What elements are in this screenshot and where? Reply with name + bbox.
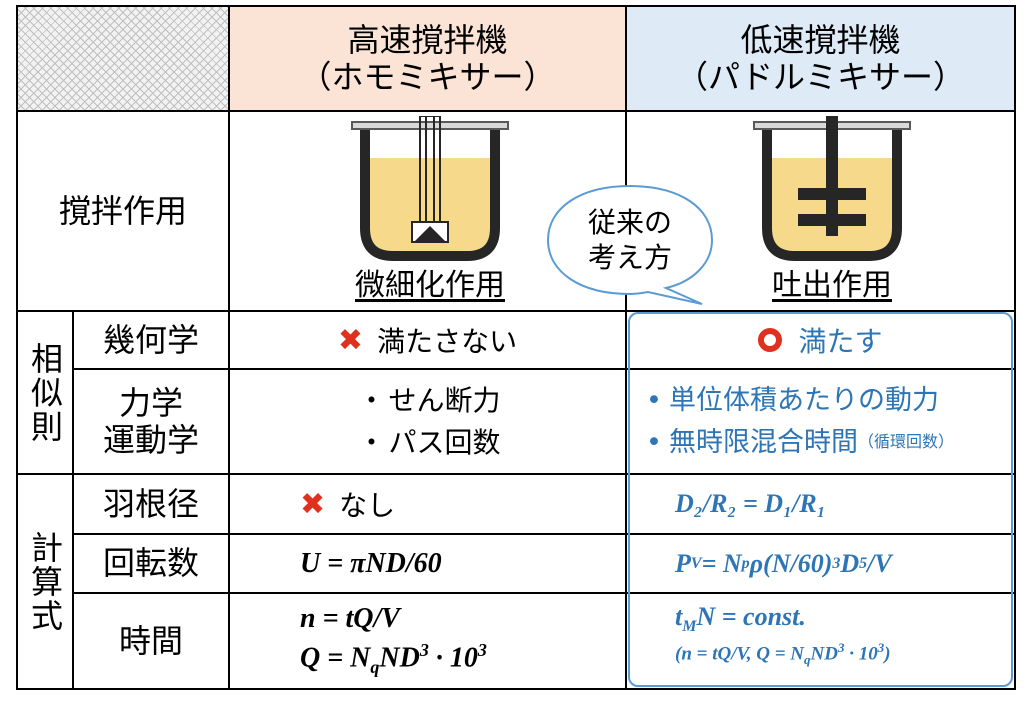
time-c-tail: · 10 [844, 643, 878, 665]
high-rpm-formula-text: U = πND/60 [300, 547, 442, 579]
header-low-subtitle: （パドルミキサー） [676, 58, 965, 96]
time-c-sub: q [804, 652, 811, 668]
cross-icon: ✖ [337, 322, 364, 358]
time-b: N = const. [696, 602, 806, 631]
rpm-c: ρ(N/60) [749, 548, 833, 578]
grid-outer-top [16, 5, 1016, 7]
header-low-speed: 低速撹拌機 （パドルミキサー） [626, 8, 1015, 110]
time-c-end: ) [884, 643, 891, 665]
header-high-title: 高速撹拌機 [347, 21, 508, 60]
header-low-title: 低速撹拌機 [740, 21, 901, 60]
rpm-d-sup: 5 [859, 554, 868, 572]
high-time-formula: n = tQ/V Q = NqND3 · 103 [300, 600, 620, 684]
low-impeller-formula-text: D₂/R₂ = D₁/R₁ [675, 489, 826, 518]
grid-v-sub [72, 310, 74, 690]
rpm-d: D [840, 548, 860, 578]
low-mech-2-note: （循環回数） [858, 432, 955, 452]
f2-sup2: 3 [477, 639, 487, 660]
bubble-line-2: 考え方 [587, 241, 672, 274]
bullet-icon: ・ [357, 383, 386, 417]
header-high-subtitle: （ホモミキサー） [299, 58, 556, 96]
cross-icon: ✖ [300, 486, 326, 522]
high-mech-2: パス回数 [388, 425, 501, 459]
time-c-sup: 3 [837, 639, 845, 655]
high-action-caption: 微細化作用 [355, 267, 505, 303]
bubble-line-1: 従来の [587, 206, 672, 239]
corner-cell [17, 6, 229, 111]
grid-h-5 [72, 533, 1016, 535]
low-time-formula: tMN = const. (n = tQ/V, Q = NqND3 · 103) [675, 600, 1010, 684]
mechanics-label-1: 力学 [118, 383, 183, 422]
low-impeller-formula: D₂/R₂ = D₁/R₁ [627, 475, 1014, 533]
high-time-line-1: n = tQ/V [300, 603, 400, 634]
speech-bubble-shape [546, 184, 714, 305]
high-impeller: ✖ なし [230, 475, 625, 533]
grid-h-1 [16, 110, 1016, 112]
high-time-line-2: Q = NqND3 · 103 [300, 638, 620, 679]
header-high-speed: 高速撹拌機 （ホモミキサー） [229, 8, 626, 110]
header-high-bg [229, 6, 626, 111]
low-geometry-text: 満たす [798, 325, 883, 358]
rpm-c-sup: 3 [832, 554, 841, 572]
row-label-time: 時間 [118, 621, 183, 660]
f2-b: ND [379, 642, 420, 674]
time-c-rest: ND [810, 643, 838, 665]
row-label-mixing-action: 撹拌作用 [58, 191, 187, 230]
low-time-line-1: tMN = const. [675, 600, 1010, 638]
bullet-icon: • [646, 384, 662, 416]
high-impeller-text: なし [339, 489, 396, 522]
grid-outer-bottom [16, 688, 1016, 690]
high-mechanics: ・せん断力 ・パス回数 [230, 370, 625, 473]
f2-sup: 3 [419, 639, 429, 660]
time-a-sub: M [682, 618, 697, 636]
grid-v-mid [625, 5, 627, 690]
grid-h-6 [72, 592, 1016, 594]
low-mech-2: 無時限混合時間 [669, 426, 858, 458]
row-label-geometry: 幾何学 [102, 320, 199, 359]
row-label-impeller: 羽根径 [102, 484, 199, 523]
high-rpm-formula: U = πND/60 [230, 535, 625, 592]
grid-h-3 [72, 368, 1016, 370]
grid-h-4 [16, 473, 1016, 475]
time-a: t [675, 602, 683, 631]
homomixer-icon [351, 116, 509, 261]
rpm-e: /V [867, 548, 892, 578]
f2-sub: q [370, 656, 380, 677]
high-mech-1: せん断力 [388, 383, 501, 417]
low-speed-highlight-frame [628, 312, 1013, 687]
similarity-label: 相似則 [26, 341, 64, 444]
grid-outer-right [1014, 5, 1016, 690]
mechanics-label-2: 運動学 [102, 420, 199, 459]
low-mechanics: •単位体積あたりの動力 •無時限混合時間（循環回数） [627, 370, 1014, 473]
bullet-icon: • [646, 426, 662, 458]
calc-label: 計算式 [26, 530, 64, 633]
grid-h-2 [16, 310, 1016, 312]
low-time-line-2: (n = tQ/V, Q = NqND3 · 103) [675, 638, 1010, 671]
speech-bubble-text: 従来の 考え方 [548, 190, 712, 290]
grid-v-label [228, 5, 230, 690]
high-geometry-text: 満たさない [377, 325, 518, 358]
high-geometry: ✖ 満たさない [230, 312, 625, 368]
paddle-mixer-icon [753, 116, 911, 261]
rpm-a: P [675, 548, 691, 578]
group-label-similarity: 相似則 [18, 312, 72, 473]
low-mech-1: 単位体積あたりの動力 [669, 384, 939, 416]
low-action-caption: 吐出作用 [772, 267, 892, 303]
rpm-b-sub: p [741, 554, 750, 572]
circle-icon [758, 328, 783, 352]
low-geometry: 満たす [627, 312, 1014, 368]
header-low-bg [626, 6, 1015, 111]
f2-a: Q = N [300, 642, 371, 674]
rpm-a-sub: V [690, 554, 702, 572]
bullet-icon: ・ [357, 425, 386, 459]
row-label-rpm: 回転数 [102, 544, 199, 583]
grid-outer-left [16, 5, 18, 690]
group-label-formula: 計算式 [18, 475, 72, 688]
time-c-sup2: 3 [877, 639, 885, 655]
row-label-mechanics: 力学 運動学 [74, 370, 228, 473]
rpm-b: = N [701, 548, 742, 578]
f2-c: · 10 [428, 642, 478, 674]
time-c: (n = tQ/V, Q = N [675, 643, 804, 665]
